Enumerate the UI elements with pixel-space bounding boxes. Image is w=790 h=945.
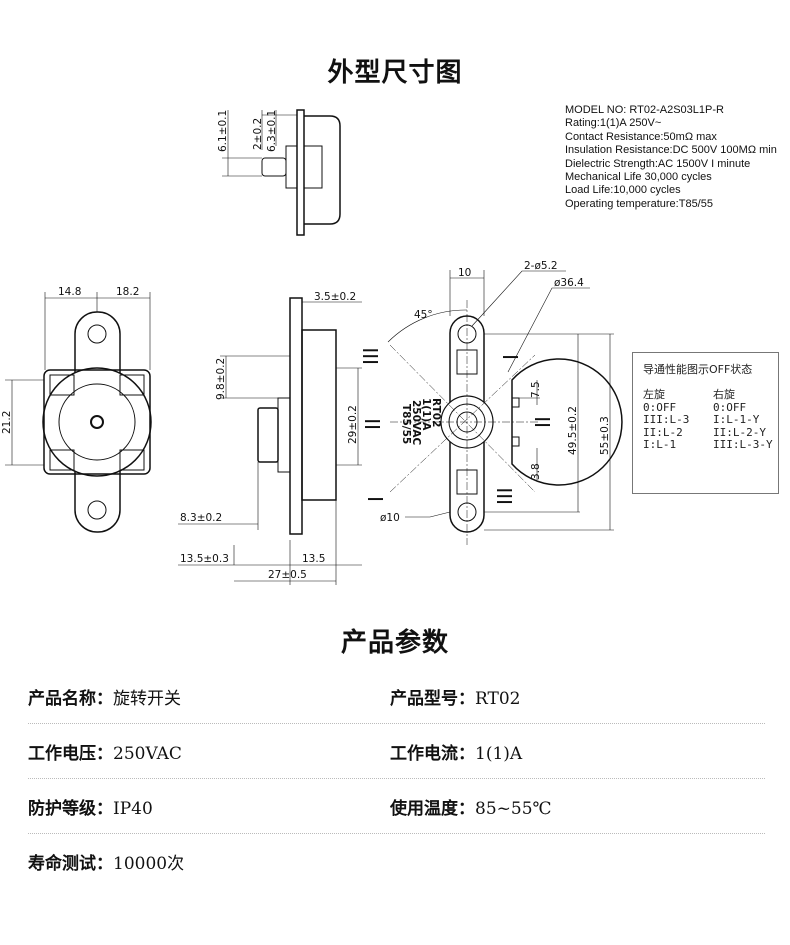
- divider: [28, 833, 765, 834]
- left-rotation-column: 左旋 0:OFF III:L-3 II:L-2 I:L-1: [643, 388, 690, 452]
- conduction-table: 导通性能图示OFF状态 左旋 0:OFF III:L-3 II:L-2 I:L-…: [632, 352, 779, 494]
- dim-top-b: 2±0.2: [252, 118, 264, 150]
- param-label: 寿命测试：: [28, 854, 113, 874]
- dim-rear-angle: 45°: [414, 309, 433, 321]
- dim-front-w1: 14.8: [58, 286, 81, 298]
- left-row: 0:OFF: [643, 400, 677, 414]
- divider: [28, 723, 765, 724]
- param-value: 250VAC: [113, 744, 182, 764]
- dimension-drawing-title: 外型尺寸图: [327, 58, 463, 88]
- conduction-table-title: 导通性能图示OFF状态: [643, 363, 753, 376]
- dim-side-d: 8.3±0.2: [180, 512, 222, 524]
- param-row: 防护等级：IP40 使用温度：85~55℃: [28, 794, 768, 824]
- param-value: 旋转开关: [113, 689, 181, 709]
- spec-rating: Rating:1(1)A 250V~: [565, 117, 662, 130]
- marking-model: RT02: [430, 398, 442, 427]
- spec-mechanical-life: Mechanical Life 30,000 cycles: [565, 171, 712, 184]
- param-label: 使用温度：: [390, 799, 475, 819]
- dim-side-c: 29±0.2: [347, 405, 359, 444]
- right-rotation-column: 右旋 0:OFF I:L-1-Y II:L-2-Y III:L-3-Y: [713, 388, 773, 452]
- spec-contact-resistance: Contact Resistance:50mΩ max: [565, 130, 717, 143]
- right-row: II:L-2-Y: [713, 425, 766, 439]
- spec-text-block: MODEL NO: RT02-A2S03L1P-R Rating:1(1)A 2…: [565, 104, 777, 211]
- front-view: 14.8 18.2 21.2: [1, 286, 152, 533]
- right-row: 0:OFF: [713, 400, 747, 414]
- dim-side-b: 9.8±0.2: [215, 358, 227, 400]
- dim-rear-c: 55±0.3: [599, 416, 611, 455]
- left-row: III:L-3: [643, 413, 690, 426]
- right-row: III:L-3-Y: [713, 438, 773, 451]
- dim-front-w2: 18.2: [116, 286, 139, 298]
- dim-rear-d: 3.8: [530, 463, 542, 480]
- right-row: I:L-1-Y: [713, 413, 760, 426]
- left-rotation-header: 左旋: [643, 388, 665, 401]
- param-row: 工作电压：250VAC 工作电流：1(1)A: [28, 739, 768, 769]
- marking-temp: T85/55: [400, 404, 412, 444]
- param-value: IP40: [113, 799, 153, 819]
- spec-model: MODEL NO: RT02-A2S03L1P-R: [565, 104, 724, 116]
- param-label: 防护等级：: [28, 799, 113, 819]
- param-label: 工作电压：: [28, 744, 113, 764]
- dim-front-h: 21.2: [1, 411, 13, 434]
- spec-operating-temp: Operating temperature:T85/55: [565, 197, 713, 210]
- param-label: 工作电流：: [390, 744, 475, 764]
- spec-load-life: Load Life:10,000 cycles: [565, 184, 681, 197]
- spec-insulation-resistance: Insulation Resistance:DC 500V 100MΩ min: [565, 144, 777, 157]
- param-value: 85~55℃: [475, 799, 552, 819]
- dim-side-a: 3.5±0.2: [314, 291, 356, 303]
- param-value: 10000次: [113, 854, 185, 874]
- dim-rear-width: 10: [458, 267, 471, 279]
- dim-top-a: 6.1±0.1: [217, 110, 229, 152]
- params-title: 产品参数: [340, 628, 449, 658]
- param-label: 产品名称：: [28, 689, 113, 709]
- dim-side-e: 13.5±0.3: [180, 553, 229, 565]
- param-label: 产品型号：: [390, 689, 475, 709]
- dim-side-g: 27±0.5: [268, 569, 307, 581]
- technical-drawing: 6.1±0.1 2±0.2 6.3±0.1 14.8 18.2 21.2: [1, 109, 623, 585]
- dim-rear-e: ø10: [380, 512, 400, 524]
- side-view: 3.5±0.2 9.8±0.2 29±0.2 8.3±0.2 13.5±0.3 …: [178, 291, 362, 585]
- spec-dielectric-strength: Dielectric Strength:AC 1500V I minute: [565, 157, 751, 170]
- divider: [28, 778, 765, 779]
- position-ii-right: II: [531, 416, 555, 428]
- dim-rear-holes: 2-ø5.2: [524, 260, 558, 272]
- param-value: 1(1)A: [475, 744, 523, 764]
- right-rotation-header: 右旋: [713, 388, 735, 401]
- dim-top-c: 6.3±0.1: [266, 110, 278, 152]
- position-iii-upper: III: [359, 347, 383, 365]
- position-i-upper: I: [499, 354, 523, 360]
- rear-view: 10 2-ø5.2 ø36.4 45° 7.5 49.5±0.2 55±0.3 …: [359, 260, 623, 545]
- position-iii-lower: III: [493, 487, 517, 505]
- dim-rear-b: 49.5±0.2: [567, 406, 579, 455]
- param-value: RT02: [475, 689, 521, 709]
- param-row: 寿命测试：10000次: [28, 849, 768, 879]
- dim-rear-diameter: ø36.4: [554, 277, 584, 289]
- marking-voltage: 250VAC: [410, 400, 422, 445]
- top-side-view: 6.1±0.1 2±0.2 6.3±0.1: [217, 109, 341, 236]
- position-i-lower: I: [364, 496, 388, 502]
- dim-rear-a: 7.5: [530, 381, 542, 398]
- position-ii-left: II: [361, 418, 385, 430]
- left-row: II:L-2: [643, 425, 683, 439]
- dim-side-f: 13.5: [302, 553, 325, 565]
- left-row: I:L-1: [643, 438, 677, 451]
- param-row: 产品名称：旋转开关 产品型号：RT02: [28, 684, 768, 714]
- marking-rating: 1(1)A: [420, 398, 432, 431]
